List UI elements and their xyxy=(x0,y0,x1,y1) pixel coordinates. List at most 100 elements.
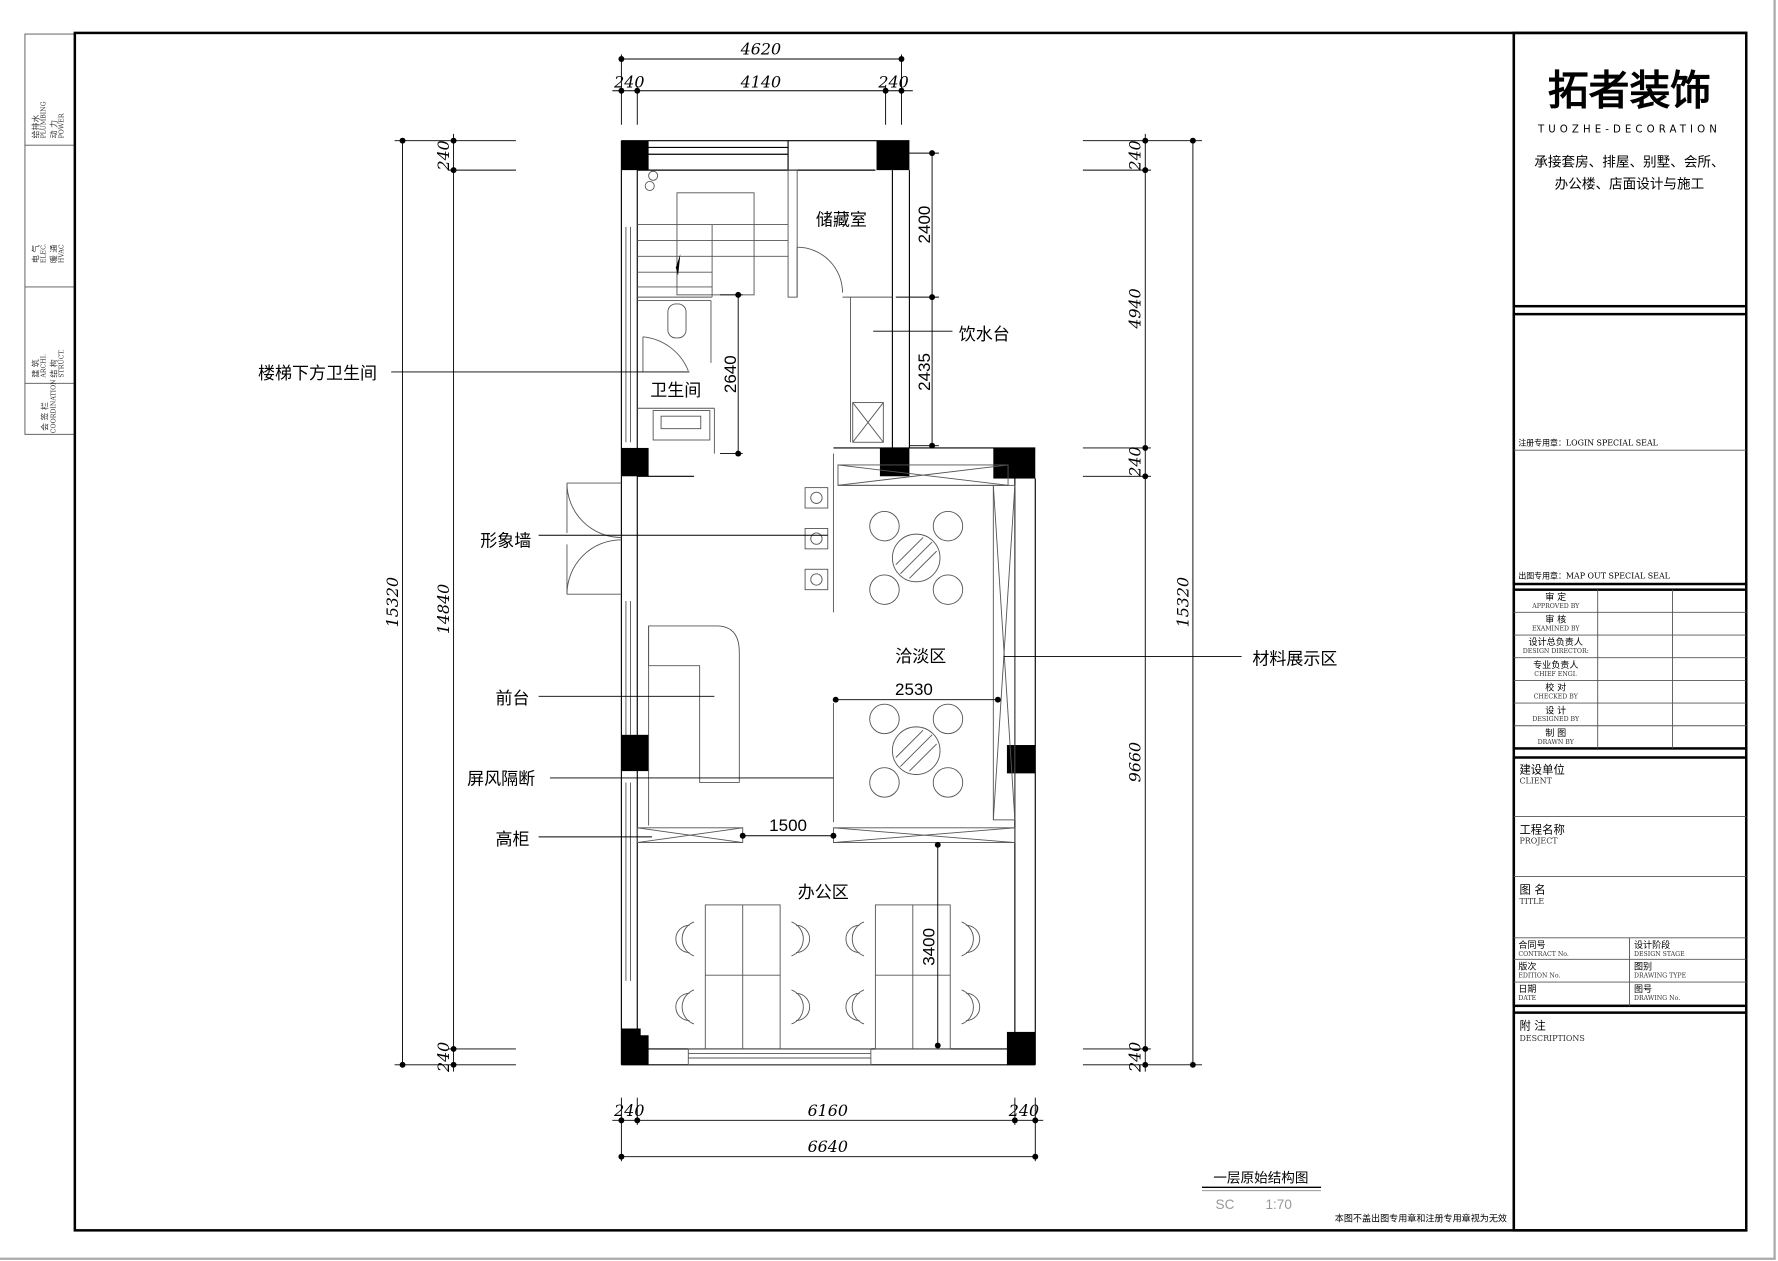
dim-left-bottom: 240 xyxy=(434,1042,453,1073)
office-chair xyxy=(681,921,695,957)
signoff-role: 设计总负责人 xyxy=(1529,636,1583,648)
dimension-tick xyxy=(399,137,406,144)
dimension-tick xyxy=(399,1061,406,1068)
tagline-1: 承接套房、排屋、别墅、会所、 xyxy=(1534,154,1724,171)
dim-left-total: 15320 xyxy=(383,577,402,627)
signoff-role: 审 定 xyxy=(1545,591,1566,603)
dim-storage: 2400 xyxy=(915,206,934,244)
dim-left-mid: 14840 xyxy=(434,584,453,634)
cs-hvac: 暖 通 xyxy=(49,245,59,263)
dimension-tick xyxy=(450,137,457,144)
column xyxy=(621,1028,649,1065)
dim-top-mid: 4140 xyxy=(740,72,781,91)
squat-toilet xyxy=(667,303,687,339)
signoff-role: 校 对 xyxy=(1545,682,1566,694)
dimension-tick xyxy=(1142,137,1149,144)
dim-office: 3400 xyxy=(919,928,938,966)
label-toilet: 卫生间 xyxy=(650,381,701,401)
office-chair xyxy=(961,921,974,957)
title-label: 图 名 xyxy=(1519,883,1545,897)
bar-stool xyxy=(804,527,829,550)
project-label-en: PROJECT xyxy=(1519,837,1558,846)
dimension-tick xyxy=(1142,167,1149,174)
material-display-shelf xyxy=(992,484,1016,821)
cs-archi: 建 筑 xyxy=(31,359,41,377)
stage-label: 设计阶段 xyxy=(1634,939,1670,951)
dimension-tick xyxy=(929,294,936,301)
leader-lines xyxy=(391,330,1242,838)
dim-right-5: 240 xyxy=(1126,1042,1145,1073)
stair-direction-arrow xyxy=(675,254,681,276)
lounge-chair xyxy=(869,703,900,735)
date-label: 日期 xyxy=(1518,984,1536,995)
dimension-tick xyxy=(450,167,457,174)
company-logo: 拓者装饰 xyxy=(1548,66,1711,114)
storage-door[interactable] xyxy=(797,246,843,293)
dim-right-3: 240 xyxy=(1126,446,1145,477)
title-block: 拓者装饰 TUOZHE-DECORATION 承接套房、排屋、别墅、会所、 办公… xyxy=(1512,31,1748,1232)
lounge-chair xyxy=(869,767,900,798)
dim-top-right: 240 xyxy=(877,72,908,91)
dimension-tick xyxy=(1189,1061,1196,1068)
signoff-role: 设 计 xyxy=(1545,704,1566,716)
dim-bottom-total: 6640 xyxy=(808,1137,848,1156)
dimension-tick xyxy=(830,832,837,839)
stair xyxy=(637,169,893,443)
dim-bottom-right: 240 xyxy=(1008,1101,1039,1120)
entrance-door[interactable] xyxy=(566,482,622,595)
dim-lounge: 2530 xyxy=(895,680,933,699)
cs-power: 动 力 xyxy=(49,120,59,138)
dimension-tick xyxy=(1142,473,1149,480)
login-seal-label: 注册专用章：LOGIN SPECIAL SEAL xyxy=(1518,438,1658,448)
water-dispenser xyxy=(852,402,884,443)
lounge-chair xyxy=(932,510,964,542)
lounge-chair xyxy=(932,574,964,605)
reception-desk xyxy=(648,625,740,783)
office-chair xyxy=(851,921,865,957)
signoff-role-en: DESIGN DIRECTOR: xyxy=(1523,648,1589,655)
label-screen-partition: 屏风隔断 xyxy=(467,770,535,790)
signoff-role: 制 图 xyxy=(1545,727,1566,739)
round-table-set xyxy=(869,703,964,798)
cs-hvac-en: HVAC xyxy=(59,244,66,263)
label-storage: 储藏室 xyxy=(816,211,867,231)
dimension-tick xyxy=(1142,444,1149,451)
title-label-en: TITLE xyxy=(1519,897,1544,906)
edition-label-en: EDITION No. xyxy=(1518,972,1560,979)
label-material-display: 材料展示区 xyxy=(1252,650,1337,670)
column xyxy=(621,447,649,477)
sink xyxy=(652,410,711,441)
scale-label: SC xyxy=(1216,1197,1235,1212)
edition-label: 版次 xyxy=(1518,961,1536,973)
dim-bottom-left: 240 xyxy=(613,1101,644,1120)
office-chair xyxy=(961,989,974,1025)
bar-stool xyxy=(804,487,829,509)
plan: 4620 240 4140 240 240 6160 240 6640 1532… xyxy=(258,39,1337,1162)
dimension-tick xyxy=(1032,1117,1039,1124)
type-label-en: DRAWING TYPE xyxy=(1634,972,1687,979)
drawing-title: 一层原始结构图 xyxy=(1213,1171,1308,1187)
dim-right-2: 4940 xyxy=(1126,288,1145,329)
label-stair-toilet: 楼梯下方卫生间 xyxy=(258,364,377,384)
dim-right-4: 9660 xyxy=(1126,742,1145,782)
toilet-room xyxy=(637,300,884,454)
dimension-tick xyxy=(832,696,839,703)
toilet-door[interactable] xyxy=(642,336,689,371)
cs-coordination-en: COORDINATION xyxy=(51,379,58,433)
cs-elec: 电 气 xyxy=(31,245,41,263)
tagline-2: 办公楼、店面设计与施工 xyxy=(1555,176,1705,192)
company-logo-en: TUOZHE-DECORATION xyxy=(1537,125,1721,136)
countersign-strip: 给排水 PLUMBING 动 力 POWER 电 气 ELEC. 暖 通 HVA… xyxy=(24,33,76,435)
dimension-tick xyxy=(994,696,1001,703)
signoff-role-en: DESIGNED BY xyxy=(1532,716,1580,723)
type-label: 图别 xyxy=(1634,962,1652,973)
round-table-set xyxy=(869,510,964,605)
dimension-tick xyxy=(735,291,742,298)
dimension-tick xyxy=(634,87,641,94)
mapout-seal-label: 出图专用章：MAP OUT SPECIAL SEAL xyxy=(1518,570,1670,580)
office-furniture xyxy=(675,904,981,1050)
column xyxy=(621,140,649,171)
dimension-tick xyxy=(929,442,936,449)
dimension-tick xyxy=(1142,1061,1149,1068)
